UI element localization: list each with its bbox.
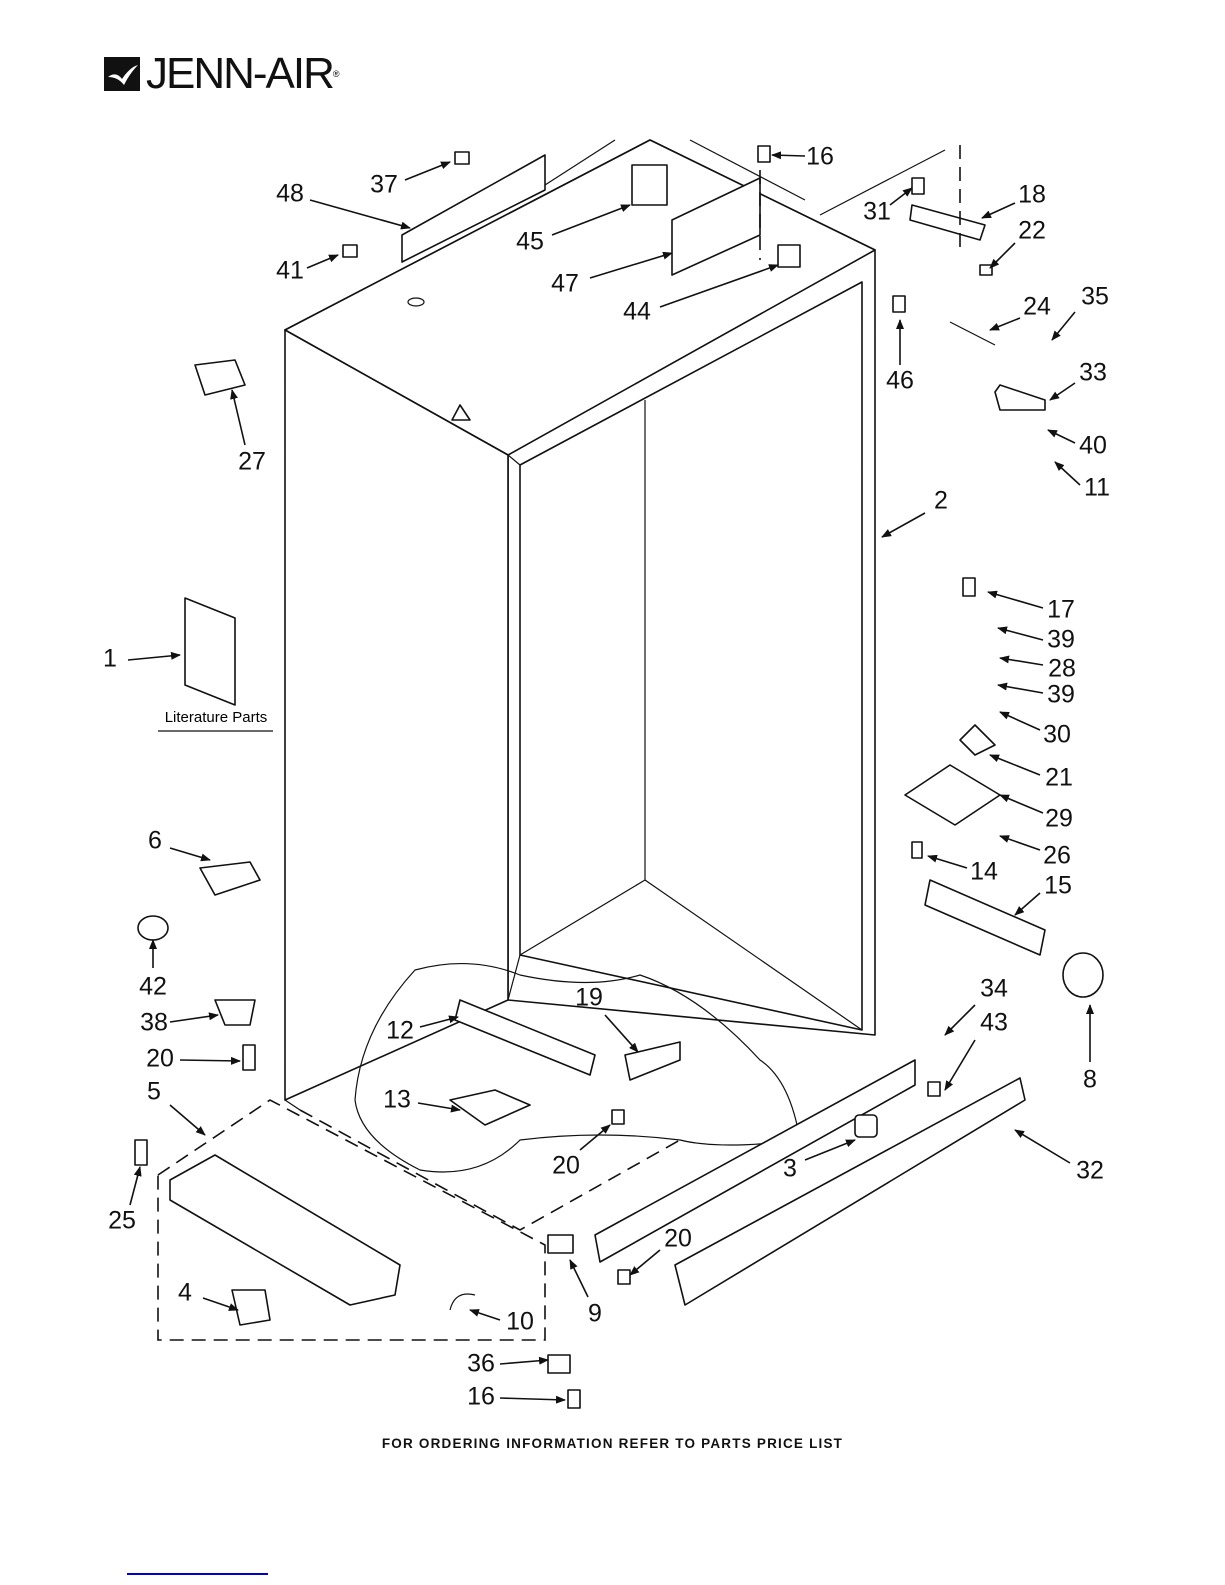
callout-number: 13 xyxy=(383,1086,411,1114)
leader-arrow xyxy=(1000,836,1040,850)
callout-number: 39 xyxy=(1047,681,1075,709)
cabinet xyxy=(285,140,985,1110)
leader-arrow xyxy=(405,162,450,180)
leader-arrow xyxy=(1050,383,1075,400)
callout-number: 45 xyxy=(516,228,544,256)
callout-number: 35 xyxy=(1081,283,1109,311)
callout-number: 11 xyxy=(1084,474,1110,502)
callout-number: 20 xyxy=(146,1045,174,1073)
leader-arrow xyxy=(1000,712,1040,730)
leader-arrow xyxy=(630,1250,660,1275)
leader-arrow xyxy=(1048,430,1075,443)
leader-arrow xyxy=(1015,1130,1070,1163)
callout-number: 24 xyxy=(1023,293,1051,321)
leader-arrow xyxy=(232,390,245,445)
callout-number: 18 xyxy=(1018,181,1046,209)
ordering-info-footer: FOR ORDERING INFORMATION REFER TO PARTS … xyxy=(0,1436,1225,1451)
leader-arrow xyxy=(418,1103,460,1110)
callout-number: 8 xyxy=(1083,1066,1097,1094)
leader-arrow xyxy=(203,1298,238,1310)
leader-arrow xyxy=(170,1015,218,1022)
leader-arrow xyxy=(945,1040,975,1090)
leader-arrow xyxy=(1052,312,1075,340)
callout-number: 1 xyxy=(103,645,117,673)
leader-arrow xyxy=(1000,658,1043,665)
leader-arrow xyxy=(170,848,210,860)
leader-arrow xyxy=(180,1060,240,1061)
callout-number: 20 xyxy=(552,1152,580,1180)
callout-number: 3 xyxy=(783,1155,797,1183)
callout-number: 34 xyxy=(980,975,1008,1003)
callout-number: 12 xyxy=(386,1017,414,1045)
leader-arrow xyxy=(1000,795,1043,813)
blank-link-underline[interactable] xyxy=(127,1573,268,1575)
callout-number: 29 xyxy=(1045,805,1073,833)
leader-arrow xyxy=(772,155,805,156)
callout-number: 21 xyxy=(1045,764,1073,792)
callout-number: 25 xyxy=(108,1207,136,1235)
literature-parts-label: Literature Parts xyxy=(165,709,268,726)
callout-number: 16 xyxy=(806,143,834,171)
leader-arrow xyxy=(990,243,1015,268)
leader-arrow xyxy=(580,1125,610,1150)
callout-number: 10 xyxy=(506,1308,534,1336)
callout-number: 32 xyxy=(1076,1157,1104,1185)
leader-arrow xyxy=(130,1167,140,1205)
callout-number: 14 xyxy=(970,858,998,886)
leader-arrow xyxy=(500,1360,548,1364)
callout-number: 30 xyxy=(1043,721,1071,749)
callout-number: 17 xyxy=(1047,596,1075,624)
callout-number: 22 xyxy=(1018,217,1046,245)
callout-number: 19 xyxy=(575,984,603,1012)
callout-number: 15 xyxy=(1044,872,1072,900)
leader-arrow xyxy=(170,1105,205,1135)
callout-number: 9 xyxy=(588,1300,602,1328)
callout-number: 47 xyxy=(551,270,579,298)
leader-arrow xyxy=(1055,462,1080,485)
callout-number: 6 xyxy=(148,827,162,855)
callout-number: 31 xyxy=(863,198,891,226)
leader-arrow xyxy=(310,200,410,228)
callout-number: 39 xyxy=(1047,626,1075,654)
leader-arrow xyxy=(982,203,1015,218)
callout-number: 38 xyxy=(140,1009,168,1037)
callout-number: 5 xyxy=(147,1078,161,1106)
callout-number: 26 xyxy=(1043,842,1071,870)
callout-number: 2 xyxy=(934,487,948,515)
callout-number: 41 xyxy=(276,257,304,285)
callout-number: 37 xyxy=(370,171,398,199)
callout-number: 4 xyxy=(178,1279,192,1307)
leader-arrow xyxy=(988,592,1043,608)
leader-arrow xyxy=(945,1005,975,1035)
callout-number: 46 xyxy=(886,367,914,395)
callout-number: 48 xyxy=(276,180,304,208)
callout-number: 20 xyxy=(664,1225,692,1253)
callout-number: 43 xyxy=(980,1009,1008,1037)
leader-arrow xyxy=(990,755,1040,775)
leader-arrow xyxy=(500,1398,565,1400)
callout-number: 27 xyxy=(238,448,266,476)
callout-number: 42 xyxy=(139,973,167,1001)
leader-arrow xyxy=(998,685,1043,693)
leader-arrow xyxy=(128,655,180,660)
callout-number: 44 xyxy=(623,298,651,326)
callout-number: 40 xyxy=(1079,432,1107,460)
leader-arrow xyxy=(605,1015,638,1052)
leader-arrow xyxy=(307,255,338,268)
leader-arrow xyxy=(570,1260,588,1297)
leader-arrow xyxy=(890,188,912,205)
callout-number: 36 xyxy=(467,1350,495,1378)
leader-arrow xyxy=(882,513,925,537)
callout-number: 16 xyxy=(467,1383,495,1411)
callout-number: 33 xyxy=(1079,359,1107,387)
leader-arrow xyxy=(990,318,1020,330)
leader-arrow xyxy=(470,1310,500,1320)
leader-arrow xyxy=(998,628,1043,640)
callout-number: 28 xyxy=(1048,655,1076,683)
leader-arrow xyxy=(928,856,967,868)
leader-arrow xyxy=(1015,893,1040,915)
